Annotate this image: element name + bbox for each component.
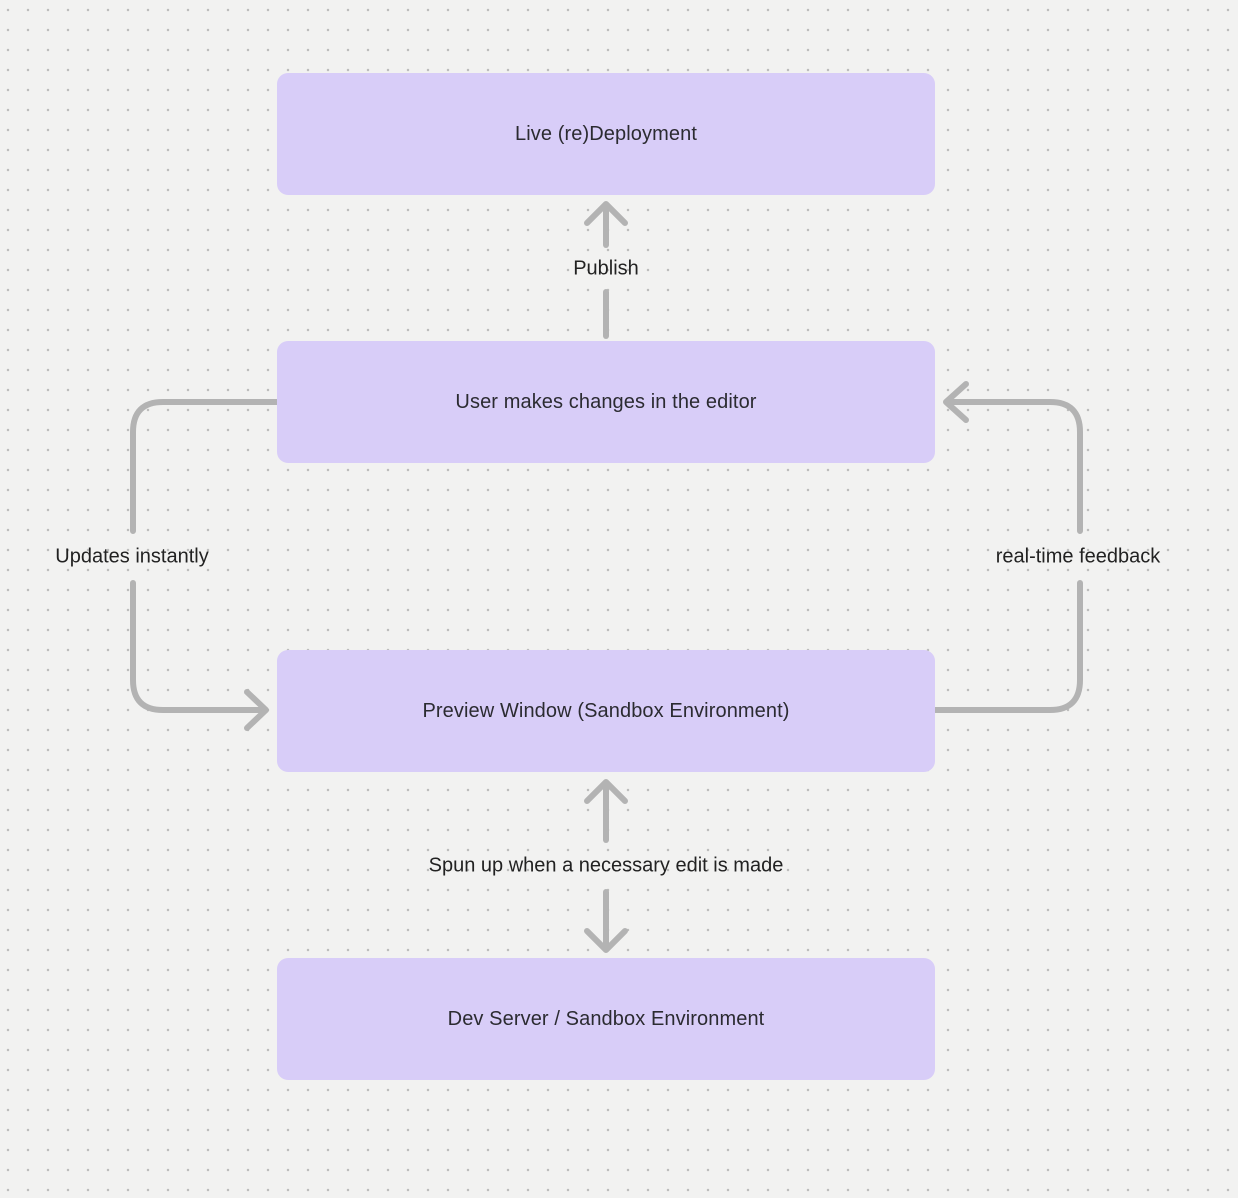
- updates-arrow-upper: [130, 399, 280, 534]
- edge-realtime-feedback-arrow: [932, 381, 1083, 713]
- edge-publish-arrow: [584, 201, 628, 339]
- arrow-up-icon: [584, 201, 628, 226]
- node-label: User makes changes in the editor: [455, 390, 757, 413]
- node-label: Live (re)Deployment: [515, 122, 697, 145]
- arrow-left-icon: [943, 381, 969, 423]
- edge-spun-up-arrows: [584, 779, 628, 953]
- edge-label-publish: Publish: [573, 257, 639, 280]
- feedback-arrow-upper: [947, 399, 1083, 534]
- arrow-down-icon: [584, 928, 628, 953]
- node-preview-window: Preview Window (Sandbox Environment): [277, 650, 935, 772]
- edge-label-realtime-feedback: real-time feedback: [995, 545, 1161, 568]
- edge-label-spun-up: Spun up when a necessary edit is made: [428, 854, 784, 877]
- node-editor-changes: User makes changes in the editor: [277, 341, 935, 463]
- arrow-right-icon: [244, 689, 269, 731]
- node-label: Dev Server / Sandbox Environment: [447, 1007, 765, 1030]
- feedback-arrow-lower: [932, 580, 1083, 713]
- edge-label-updates-instantly: Updates instantly: [55, 545, 209, 568]
- updates-arrow-lower: [130, 580, 265, 713]
- edge-updates-instantly-arrow: [130, 399, 280, 731]
- node-live-redeployment: Live (re)Deployment: [277, 73, 935, 195]
- node-dev-server: Dev Server / Sandbox Environment: [277, 958, 935, 1080]
- arrow-up-icon: [584, 779, 628, 804]
- node-label: Preview Window (Sandbox Environment): [422, 699, 790, 722]
